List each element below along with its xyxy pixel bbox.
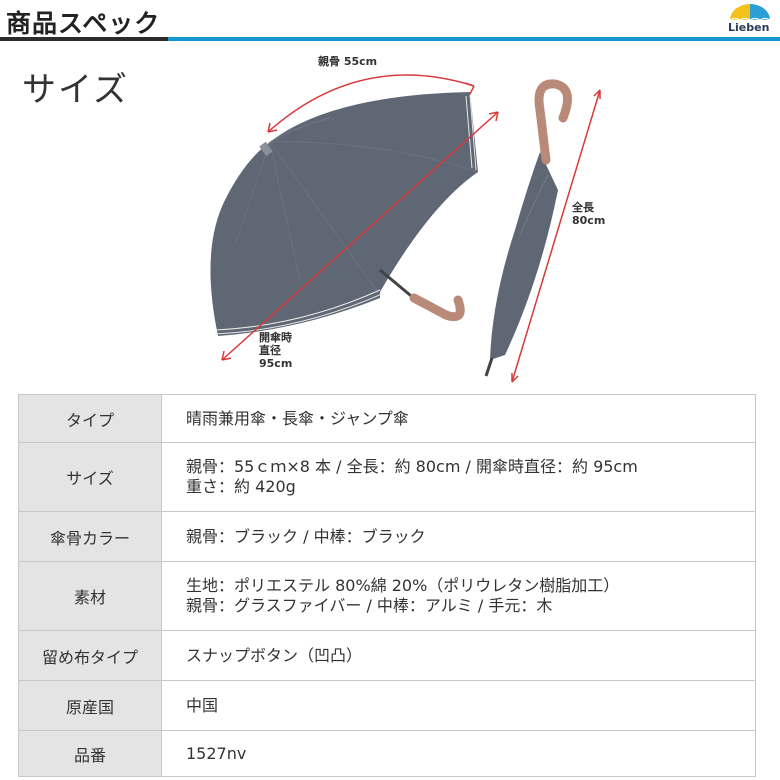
- spec-value: 1527nv: [161, 730, 756, 777]
- spec-value-line: スナップボタン（凹凸）: [186, 645, 363, 665]
- spec-label: 素材: [18, 561, 162, 631]
- brand-logo-icon: [729, 4, 771, 21]
- spec-value-line: 晴雨兼用傘・長傘・ジャンプ傘: [186, 408, 409, 428]
- spec-row-product-number: 品番 1527nv: [18, 730, 756, 777]
- rib-length-label: 親骨 55cm: [318, 55, 378, 68]
- spec-value-line: 親骨：グラスファイバー / 中棒：アルミ / 手元：木: [186, 596, 553, 615]
- spec-value-line: 親骨：ブラック / 中棒：ブラック: [186, 526, 426, 546]
- spec-label: 品番: [18, 730, 162, 777]
- spec-value-line: 中国: [186, 695, 219, 715]
- total-length-title: 全長: [572, 201, 594, 214]
- header-underline-dark: [0, 37, 168, 41]
- open-umbrella-icon: [210, 92, 479, 336]
- spec-value: 生地：ポリエステル 80%綿 20%（ポリウレタン樹脂加工） 親骨：グラスファイ…: [161, 561, 756, 631]
- spec-row-frame-color: 傘骨カラー 親骨：ブラック / 中棒：ブラック: [18, 511, 756, 562]
- spec-value: スナップボタン（凹凸）: [161, 630, 756, 681]
- spec-row-type: タイプ 晴雨兼用傘・長傘・ジャンプ傘: [18, 394, 756, 443]
- spec-label: 留め布タイプ: [18, 630, 162, 681]
- total-length-value: 80cm: [572, 214, 606, 227]
- spec-row-material: 素材 生地：ポリエステル 80%綿 20%（ポリウレタン樹脂加工） 親骨：グラス…: [18, 561, 756, 631]
- spec-value: 晴雨兼用傘・長傘・ジャンプ傘: [161, 394, 756, 443]
- section-title-size: サイズ: [22, 70, 129, 110]
- page-title: 商品スペック: [6, 9, 161, 38]
- spec-row-origin: 原産国 中国: [18, 680, 756, 731]
- spec-label: 原産国: [18, 680, 162, 731]
- spec-label: タイプ: [18, 394, 162, 443]
- spec-label: 傘骨カラー: [18, 511, 162, 562]
- spec-value-line: 生地：ポリエステル 80%綿 20%（ポリウレタン樹脂加工）: [186, 576, 620, 595]
- spec-value: 中国: [161, 680, 756, 731]
- spec-value: 親骨：ブラック / 中棒：ブラック: [161, 511, 756, 562]
- spec-value-line: 親骨：55ｃｍ×8 本 / 全長：約 80cm / 開傘時直径：約 95cm: [186, 457, 638, 476]
- spec-row-strap-type: 留め布タイプ スナップボタン（凹凸）: [18, 630, 756, 681]
- brand-logo-text: Lieben: [728, 21, 770, 34]
- page-header: 商品スペック: [0, 0, 780, 44]
- umbrella-illustration: [210, 74, 601, 383]
- spec-table: タイプ 晴雨兼用傘・長傘・ジャンプ傘 サイズ 親骨：55ｃｍ×8 本 / 全長：…: [18, 394, 756, 777]
- spec-value-line: 1527nv: [186, 743, 247, 763]
- dimension-arrows: [221, 74, 601, 383]
- open-diameter-title-1: 開傘時: [259, 331, 292, 344]
- total-length-label: 全長 80cm: [572, 201, 605, 227]
- header-underline-blue: [168, 37, 780, 41]
- open-diameter-value: 95cm: [259, 357, 293, 370]
- spec-value-line: 重さ：約 420g: [186, 477, 296, 496]
- spec-label: サイズ: [18, 442, 162, 512]
- spec-value: 親骨：55ｃｍ×8 本 / 全長：約 80cm / 開傘時直径：約 95cm 重…: [161, 442, 756, 512]
- open-diameter-label: 開傘時 直径 95cm: [259, 331, 292, 370]
- open-diameter-title-2: 直径: [259, 344, 281, 357]
- closed-umbrella-icon: [484, 79, 572, 377]
- spec-row-size: サイズ 親骨：55ｃｍ×8 本 / 全長：約 80cm / 開傘時直径：約 95…: [18, 442, 756, 512]
